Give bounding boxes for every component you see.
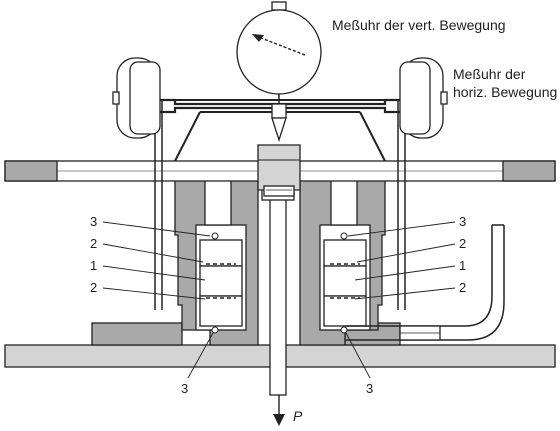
specimen-right-lower	[323, 295, 367, 327]
force-arrow-icon	[273, 414, 285, 426]
leader-left-1	[102, 265, 206, 281]
horiz-gauge-label-line1: Meßuhr der	[453, 66, 526, 82]
callout-right-3-bottom: 3	[366, 381, 373, 396]
callout-left-2a: 2	[90, 236, 97, 251]
leader-left-2a	[102, 243, 204, 263]
vert-gauge-stem-top	[271, 1, 287, 11]
specimen-left-lower	[199, 295, 243, 327]
plate-end-left	[4, 160, 58, 182]
frame-arm-right	[359, 111, 386, 162]
horiz-gauge-right-stem	[440, 91, 448, 105]
leader-right-3-bottom	[345, 332, 371, 379]
horiz-gauge-left-rim	[129, 61, 161, 135]
vert-gauge-needle	[255, 35, 306, 56]
leader-left-3-top	[102, 221, 211, 237]
specimen-left-middle	[199, 265, 243, 297]
leader-right-2b	[354, 287, 456, 300]
gauge-stem	[271, 103, 287, 119]
specimen-stack-left	[199, 232, 243, 334]
horiz-gauge-label-line2: horiz. Bewegung	[453, 84, 557, 100]
leader-right-2a	[356, 243, 456, 263]
pin-right-top	[340, 232, 348, 240]
nut-cap	[263, 185, 295, 197]
pin-left-top	[211, 232, 219, 240]
needle-arrow-icon	[252, 34, 264, 42]
load-rod	[269, 194, 287, 396]
horiz-gauge-left-stem	[112, 91, 120, 105]
supply-pipe-outer	[345, 225, 493, 327]
callout-left-3-top: 3	[90, 214, 97, 229]
callout-left-1: 1	[90, 258, 97, 273]
pin-left-bottom	[211, 326, 219, 334]
force-label: P	[293, 408, 303, 424]
callout-right-2a: 2	[459, 236, 466, 251]
leader-right-1	[354, 265, 456, 281]
center-nut	[257, 144, 301, 191]
vert-gauge-label: Meßuhr der vert. Bewegung	[332, 17, 506, 33]
horiz-gauge-right-rim	[399, 61, 431, 135]
specimen-stack-right	[323, 232, 367, 334]
pin-right-bottom	[340, 326, 348, 334]
specimen-right-upper	[323, 239, 367, 267]
vert-gauge-dial	[236, 9, 322, 95]
callout-right-3-top: 3	[459, 214, 466, 229]
gauge-tip	[271, 117, 287, 143]
callout-right-1: 1	[459, 258, 466, 273]
supply-pipe-inner	[345, 225, 505, 341]
specimen-right-middle	[323, 265, 367, 297]
leader-left-2b	[102, 287, 206, 300]
base-block-left	[91, 322, 183, 346]
leader-left-3-bottom	[187, 332, 214, 379]
specimen-left-upper	[199, 239, 243, 267]
callout-right-2b: 2	[459, 280, 466, 295]
leader-right-3-top	[347, 221, 456, 237]
plate-end-right	[502, 160, 556, 182]
callout-left-3-bottom: 3	[181, 381, 188, 396]
callout-left-2b: 2	[90, 280, 97, 295]
frame-arm-left	[174, 111, 201, 162]
